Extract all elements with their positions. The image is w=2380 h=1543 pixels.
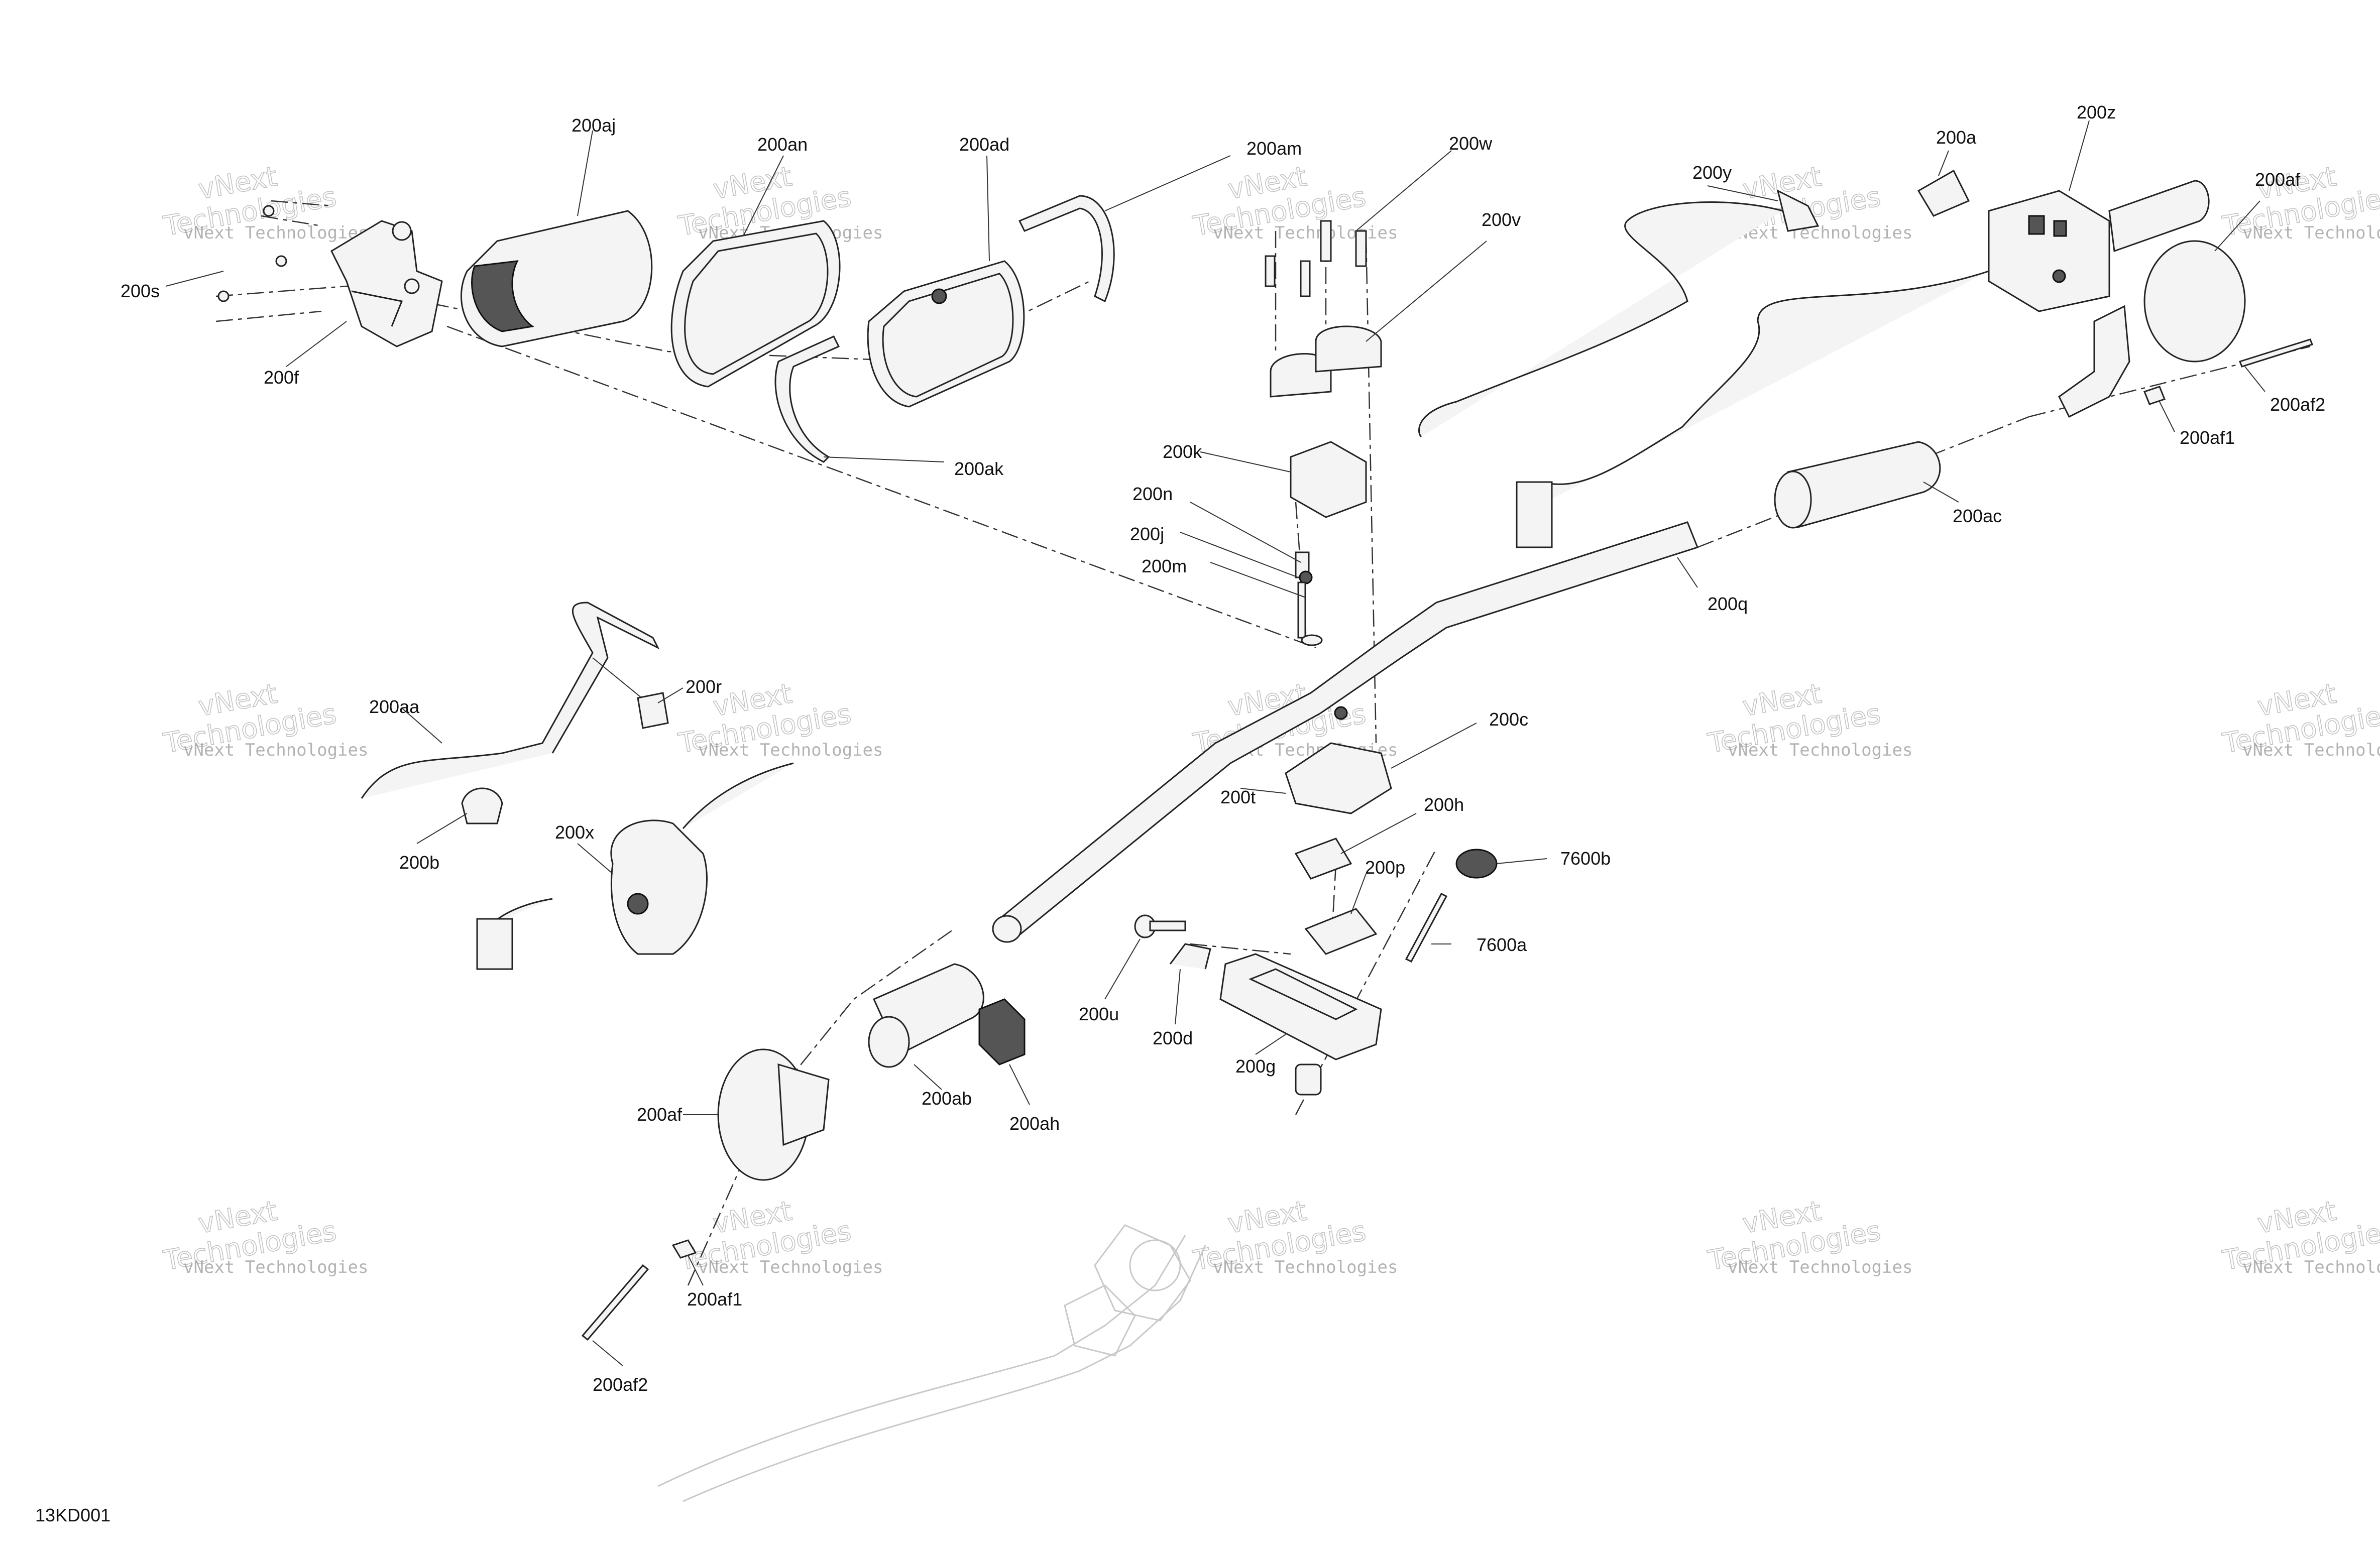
grip-200ab	[868, 963, 984, 1068]
callout-200z: 200z	[2077, 102, 2116, 123]
callout-200k: 200k	[1163, 441, 1202, 462]
switch-200x	[476, 762, 794, 970]
bolt-200af2-left	[581, 1264, 649, 1341]
callout-200af2-right: 200af2	[2270, 394, 2325, 415]
screws-200s	[217, 205, 287, 302]
base-200g	[1219, 953, 1382, 1096]
mirror-200af-left	[717, 1048, 830, 1181]
watermark: vNext Technologies	[1190, 160, 1369, 243]
bolt-200af2-right	[2239, 338, 2313, 368]
watermark-mono: vNext Technologies	[183, 223, 368, 243]
housing-200ad	[867, 260, 1025, 408]
ghost-steering-column	[657, 1224, 1206, 1502]
callout-200y: 200y	[1692, 162, 1732, 183]
watermark-mono: vNext Technologies	[2242, 1257, 2380, 1277]
callout-200am: 200am	[1246, 138, 1302, 159]
callout-200a: 200a	[1936, 127, 1977, 148]
callout-200g: 200g	[1235, 1056, 1276, 1077]
mirror-200af-right	[2058, 240, 2246, 418]
callout-200ad: 200ad	[959, 134, 1009, 155]
clip-200d	[1169, 943, 1211, 970]
callout-200r: 200r	[686, 676, 722, 697]
watermark-mono: vNext Technologies	[698, 740, 883, 760]
callout-200aj: 200aj	[572, 115, 616, 136]
diagram-id: 13KD001	[35, 1505, 110, 1525]
watermark-mono: vNext Technologies	[698, 1257, 883, 1277]
callout-200d: 200d	[1153, 1028, 1193, 1048]
callout-200s: 200s	[121, 281, 160, 301]
connector-200r	[637, 692, 669, 729]
block-200k	[1290, 441, 1367, 518]
callout-200ak: 200ak	[954, 458, 1004, 479]
callout-7600a: 7600a	[1477, 934, 1527, 955]
bolt-200u	[1134, 914, 1186, 938]
callout-200h: 200h	[1424, 794, 1464, 815]
connector-200b	[461, 787, 503, 824]
throttle-200z	[1988, 180, 2210, 312]
watermark-mono: vNext Technologies	[183, 740, 368, 760]
watermark-mono: vNext Technologies	[1213, 1257, 1398, 1277]
callout-200af1-left: 200af1	[687, 1289, 742, 1310]
callout-labels: 200aj 200an 200ad 200am 200w 200v 200y 2…	[121, 102, 2325, 1395]
callout-200n: 200n	[1132, 484, 1173, 504]
callout-200aa: 200aa	[369, 696, 420, 717]
callout-200an: 200an	[757, 134, 808, 155]
callout-200w: 200w	[1449, 133, 1493, 154]
leader-lines	[165, 120, 2265, 1366]
grip-200ac	[1774, 441, 1941, 529]
spacer-200h	[1294, 838, 1352, 880]
watermark-mono: vNext Technologies	[2242, 223, 2380, 243]
callout-200v: 200v	[1482, 209, 1521, 230]
callout-200x: 200x	[555, 822, 594, 843]
watermark-mono: vNext Technologies	[1213, 223, 1398, 243]
nut-200af1-left	[671, 1239, 697, 1259]
nut-200af1-right	[2143, 386, 2166, 405]
watermark-mono: vNext Technologies	[2242, 740, 2380, 760]
mount-200c	[1285, 706, 1392, 814]
callout-200u: 200u	[1079, 1004, 1119, 1024]
watermark-mono: vNext Technologies	[1728, 740, 1912, 760]
pin-200n	[1295, 551, 1323, 646]
callout-200ab: 200ab	[922, 1088, 972, 1109]
callout-200af-left: 200af	[637, 1104, 683, 1125]
watermark-mono: vNext Technologies	[183, 1257, 368, 1277]
watermark-mono: vNext Technologies	[1728, 1257, 1912, 1277]
watermark-mono: vNext Technologies	[1728, 223, 1912, 243]
bezel-200an	[670, 220, 841, 388]
callout-200ac: 200ac	[1953, 506, 2002, 526]
weight-200ah	[978, 998, 1026, 1065]
cap-200a	[1917, 169, 1970, 217]
bracket-200f	[330, 220, 443, 347]
callout-200m: 200m	[1142, 556, 1187, 576]
display-200aj	[460, 210, 653, 347]
plate-200p	[1304, 908, 1378, 955]
callout-200af1-right: 200af1	[2180, 427, 2235, 448]
handlebar-200q	[992, 521, 1698, 943]
harness-200y	[1418, 189, 1989, 548]
cable-200aa	[361, 602, 660, 799]
callout-200p: 200p	[1365, 857, 1405, 878]
callout-200q: 200q	[1708, 594, 1748, 614]
callout-200j: 200j	[1130, 524, 1164, 544]
callout-200b: 200b	[399, 852, 439, 873]
clamp-200v	[1270, 325, 1382, 398]
rod-7600a	[1405, 893, 1448, 963]
trim-200ak	[774, 335, 840, 463]
callout-200ah: 200ah	[1009, 1113, 1060, 1134]
trim-200am	[1018, 195, 1115, 303]
callout-7600b: 7600b	[1560, 848, 1611, 869]
callout-200c: 200c	[1489, 709, 1528, 730]
screws-200w	[1265, 220, 1367, 297]
knob-7600b	[1455, 849, 1498, 879]
callout-200af-right: 200af	[2255, 169, 2301, 190]
callout-200f: 200f	[264, 367, 299, 388]
callout-200t: 200t	[1220, 787, 1256, 807]
watermark-layer: vNext Technologies vNext Technologies vN…	[161, 160, 2380, 1277]
callout-200af2-left: 200af2	[593, 1374, 648, 1395]
